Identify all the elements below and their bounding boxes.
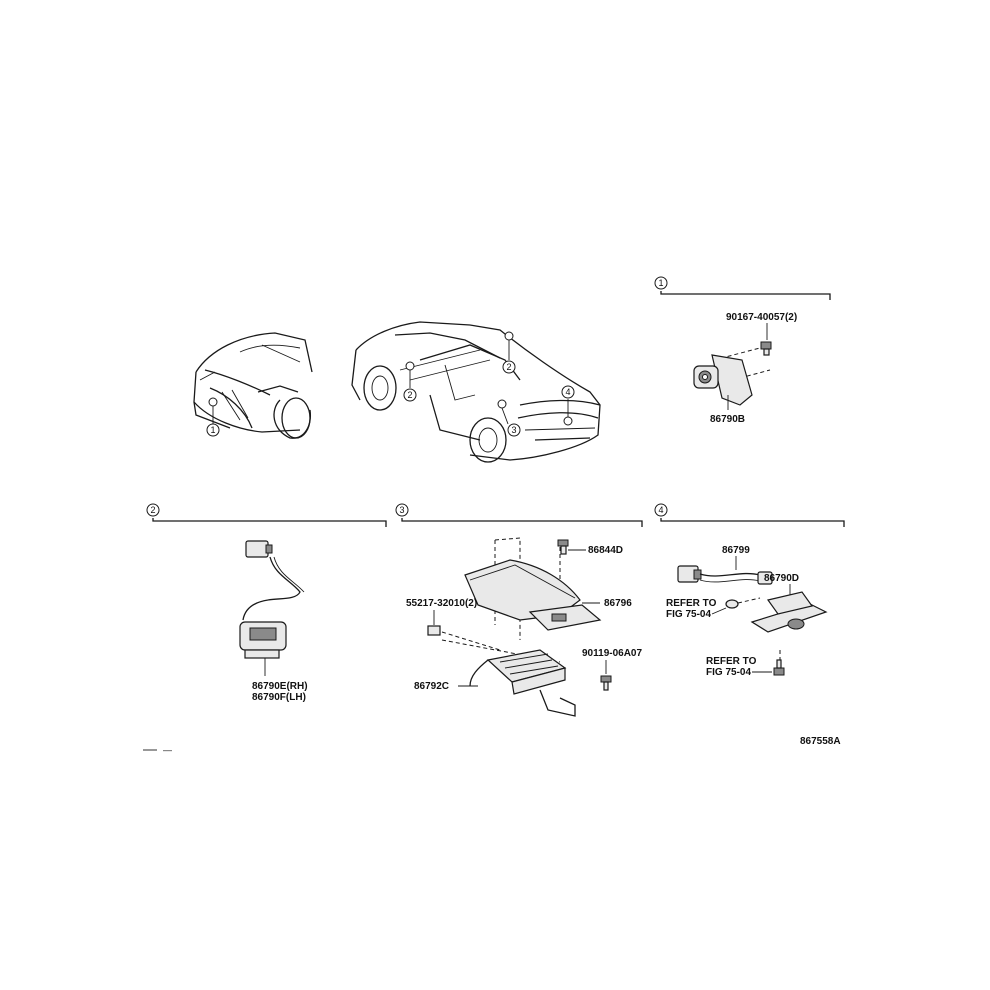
refer-to-label-2: REFER TO	[706, 656, 757, 667]
part-86790D: 86790D	[764, 573, 799, 584]
part-86790F: 86790F(LH)	[252, 692, 306, 703]
part-55217-32010: 55217-32010(2)	[406, 598, 477, 609]
section-4-marker: 4	[658, 505, 663, 515]
part-86792C: 86792C	[414, 681, 449, 692]
section-1: 1 90167-40057(2) 86790B	[654, 276, 831, 425]
fig-75-04-label-1: FIG 75-04	[666, 609, 711, 620]
section-2: 2 86790E(RH) 86790F(LH)	[146, 503, 387, 703]
section-4: 4 86799 86790D REFER TO FIG 75-04 REFER …	[654, 503, 845, 678]
front-callout-1: 1	[210, 425, 215, 435]
section-3: 3 86844D 86796 55217-32010(2) 90119-06A0…	[395, 503, 643, 717]
footnote-mark: —	[163, 745, 172, 755]
part-90167-40057: 90167-40057(2)	[726, 312, 797, 323]
part-90119-06A07: 90119-06A07	[582, 648, 642, 659]
part-86790E: 86790E(RH)	[252, 681, 308, 692]
document-id: 867558A	[800, 736, 841, 747]
part-86790B: 86790B	[710, 414, 745, 425]
section-2-marker: 2	[150, 505, 155, 515]
rear-callout-2a: 2	[407, 390, 412, 400]
part-86799: 86799	[722, 545, 750, 556]
rear-callout-2b: 2	[506, 362, 511, 372]
rear-callout-3: 3	[511, 425, 516, 435]
part-86796: 86796	[604, 598, 632, 609]
refer-to-label-1: REFER TO	[666, 598, 717, 609]
fig-75-04-label-2: FIG 75-04	[706, 667, 751, 678]
rear-callout-4: 4	[565, 387, 570, 397]
part-86844D: 86844D	[588, 545, 623, 556]
section-1-marker: 1	[658, 278, 663, 288]
front-car-illustration: 1	[193, 332, 313, 439]
rear-car-illustration: 4 2 2 3	[351, 321, 601, 463]
section-3-marker: 3	[399, 505, 404, 515]
